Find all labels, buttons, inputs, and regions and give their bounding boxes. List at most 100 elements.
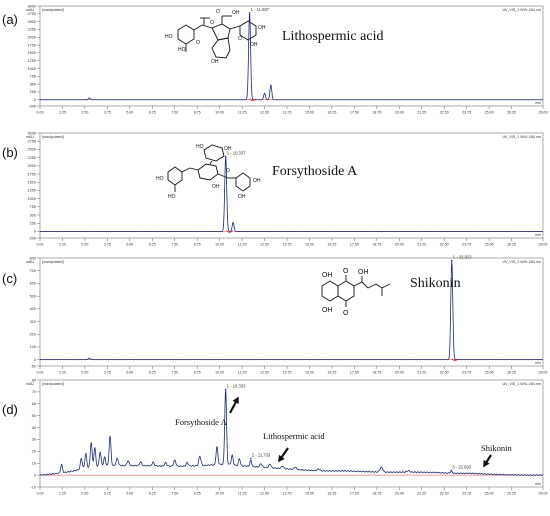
y-tick-label: 100 — [30, 345, 36, 349]
y-tick-label: 80 — [32, 378, 36, 382]
x-tick-label: 6.25 — [149, 492, 156, 496]
x-tick-label: 8.75 — [194, 243, 201, 247]
svg-text:O: O — [238, 36, 242, 42]
x-tick-label: 11.25 — [238, 492, 247, 496]
x-tick-label: 25.00 — [485, 111, 494, 115]
x-tick-label: 21.25 — [417, 371, 426, 375]
svg-text:O: O — [343, 268, 349, 275]
x-tick-label: 21.25 — [417, 492, 426, 496]
y-tick-label: 0 — [34, 98, 36, 102]
x-tick-label: 28.00 — [539, 111, 548, 115]
y-tick-label: 2500 — [28, 20, 36, 24]
y-tick-label: 250 — [30, 222, 36, 226]
x-tick-label: 23.75 — [462, 111, 471, 115]
peak-label: 2 - 11.733 — [252, 452, 271, 457]
svg-text:OH: OH — [212, 184, 220, 190]
y-tick-label: 40 — [32, 426, 36, 430]
chromatogram-trace — [39, 13, 544, 101]
x-tick-label: 17.50 — [350, 243, 359, 247]
x-tick-label: 8.75 — [194, 111, 201, 115]
y-tick-label: 70 — [32, 390, 36, 394]
x-tick-label: 10.00 — [215, 371, 224, 375]
x-unit-label: min — [535, 101, 541, 105]
compound-annotation: Lithospermic acid — [263, 431, 325, 441]
arrow-head — [232, 396, 239, 405]
x-tick-label: 28.00 — [539, 371, 548, 375]
x-tick-label: 21.25 — [417, 111, 426, 115]
x-tick-label: 5.00 — [126, 111, 133, 115]
y-tick-label: 2000 — [28, 164, 36, 168]
svg-text:OH: OH — [258, 25, 266, 31]
x-tick-label: 0.00 — [37, 371, 44, 375]
x-tick-label: 16.25 — [327, 371, 336, 375]
svg-text:O: O — [226, 168, 230, 174]
x-tick-label: 8.75 — [194, 371, 201, 375]
x-tick-label: 25.00 — [485, 371, 494, 375]
x-tick-label: 5.00 — [126, 492, 133, 496]
x-tick-label: 18.75 — [372, 111, 381, 115]
y-tick-label: 2250 — [28, 156, 36, 160]
svg-text:HO: HO — [196, 144, 204, 150]
x-tick-label: 13.75 — [283, 371, 292, 375]
svg-text:O: O — [196, 40, 200, 46]
x-tick-label: 2.50 — [81, 243, 88, 247]
y-tick-label: 250 — [30, 90, 36, 94]
x-tick-label: 7.50 — [171, 111, 178, 115]
y-tick-label: -200 — [28, 104, 36, 108]
header-right-text: UV_VIS_1 WVL:284 nm — [502, 382, 541, 386]
y-tick-label: 60 — [32, 402, 36, 406]
svg-text:HO: HO — [165, 34, 173, 40]
peak-marker — [224, 388, 227, 391]
x-tick-label: 15.00 — [305, 492, 314, 496]
svg-text:OH: OH — [358, 269, 369, 276]
svg-text:HO: HO — [168, 194, 176, 200]
svg-text:OH: OH — [253, 178, 261, 184]
x-tick-label: 13.75 — [283, 243, 292, 247]
y-unit-label: mAU — [26, 382, 34, 386]
y-tick-label: -50 — [31, 364, 37, 368]
peak-label: 1 - 10.337 — [227, 151, 247, 156]
integration-marker — [226, 230, 233, 233]
svg-text:HO: HO — [178, 47, 186, 53]
x-tick-label: 1.25 — [59, 243, 66, 247]
header-right-text: UV_VIS_1 WVL:284 nm — [502, 8, 541, 12]
x-tick-label: 17.50 — [350, 371, 359, 375]
header-right-text: UV_VIS_1 WVL:284 nm — [502, 260, 541, 264]
integration-marker — [451, 358, 459, 361]
y-tick-label: 20 — [32, 450, 36, 454]
x-tick-label: 23.75 — [462, 492, 471, 496]
x-tick-label: 17.50 — [350, 111, 359, 115]
plot-frame — [39, 379, 544, 488]
shikonin-structure — [321, 275, 391, 307]
forsythoside-a-structure-atoms: HO HO OH HO OH OH OH O — [156, 144, 261, 200]
peak-label: 3 - 22.893 — [452, 464, 472, 469]
y-tick-label: 500 — [30, 82, 36, 86]
x-tick-label: 0.00 — [37, 492, 44, 496]
x-tick-label: 13.75 — [283, 492, 292, 496]
x-tick-label: 0.00 — [37, 243, 44, 247]
plot-frame — [39, 257, 544, 367]
chromatogram-panel-c: [manipulated]UV_VIS_1 WVL:284 nmmAUmin-5… — [26, 255, 548, 375]
y-tick-label: 2750 — [28, 12, 36, 16]
y-tick-label: 50 — [32, 414, 36, 418]
x-tick-label: 12.50 — [260, 243, 269, 247]
y-tick-label: 750 — [30, 75, 36, 79]
x-tick-label: 2.50 — [81, 111, 88, 115]
svg-text:O: O — [343, 310, 349, 317]
x-tick-label: 3.75 — [104, 111, 111, 115]
svg-text:OH: OH — [232, 10, 240, 16]
x-tick-label: 28.00 — [539, 492, 548, 496]
x-tick-label: 20.00 — [395, 371, 404, 375]
y-tick-label: -200 — [28, 236, 36, 240]
panel-label-c: (c) — [2, 271, 17, 286]
y-tick-label: 200 — [30, 333, 36, 337]
svg-text:OH: OH — [211, 59, 219, 65]
y-tick-label: 800 — [30, 256, 36, 260]
x-tick-label: 6.25 — [149, 371, 156, 375]
y-tick-label: 10 — [32, 462, 36, 466]
y-tick-label: 1250 — [28, 189, 36, 193]
x-tick-label: 3.75 — [104, 243, 111, 247]
x-tick-label: 20.00 — [395, 243, 404, 247]
x-tick-label: 18.75 — [372, 492, 381, 496]
svg-text:HO: HO — [156, 176, 164, 182]
